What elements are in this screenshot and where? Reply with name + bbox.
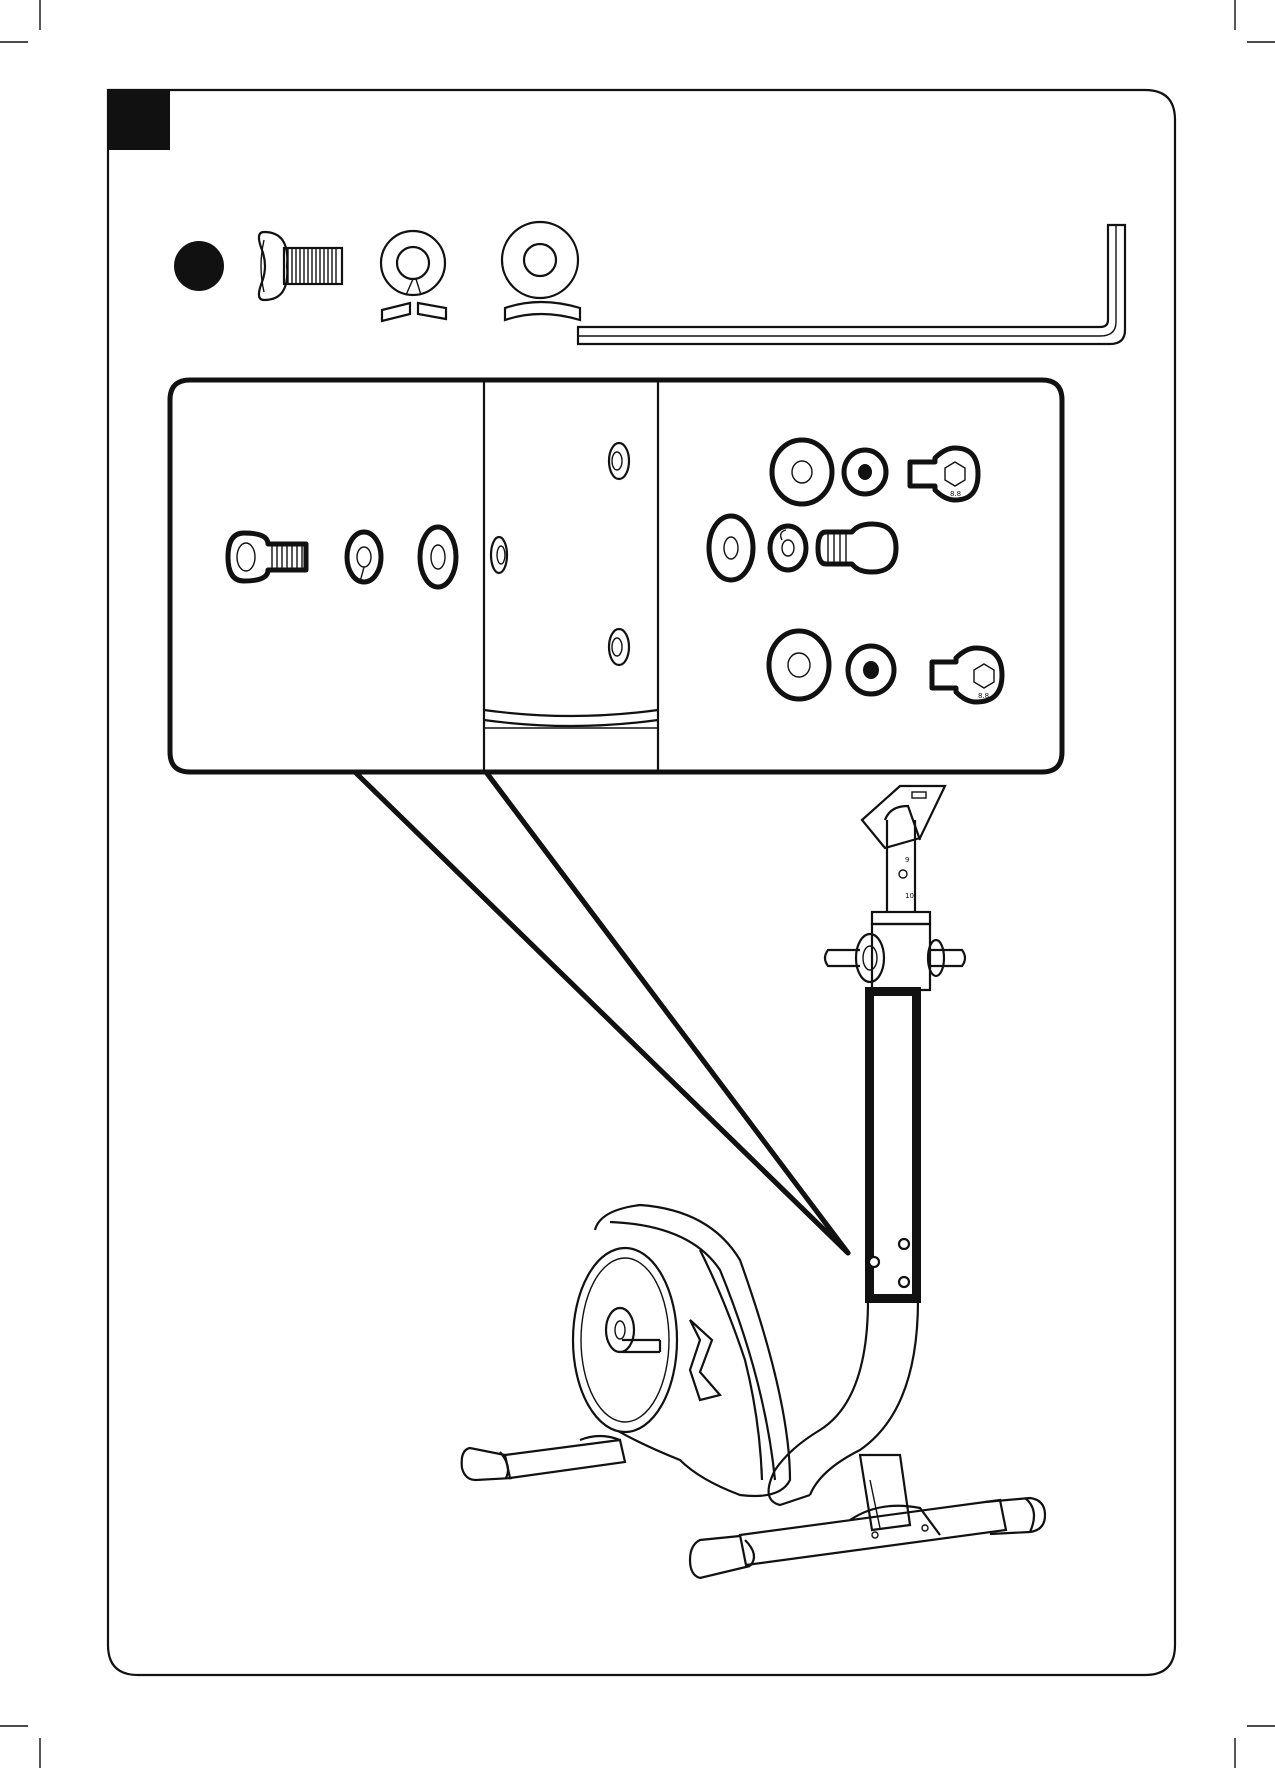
tube-detail (484, 382, 658, 770)
flat-washer-icon (502, 222, 580, 320)
right-bolt-assembly-bottom: 8.8 (769, 631, 1002, 702)
bullet-icon (174, 241, 224, 291)
step-number-block (108, 90, 170, 150)
bolt-marking: 8.8 (978, 692, 989, 700)
allen-key-icon (578, 225, 1125, 344)
hardware-row (174, 222, 1125, 344)
split-lock-washer-icon (381, 231, 446, 321)
bolt-marking: 8.8 (950, 490, 961, 498)
post-marking: 10 (905, 892, 914, 900)
detail-callout: 8.8 8.8 (170, 380, 1062, 1253)
callout-frame (170, 380, 1062, 772)
bolt-icon (259, 232, 342, 300)
right-bolt-assembly-top: 8.8 (772, 440, 978, 504)
right-bolt-assembly-middle (709, 516, 896, 580)
left-bolt-assembly (228, 527, 456, 587)
post-marking: 9 (905, 856, 909, 864)
